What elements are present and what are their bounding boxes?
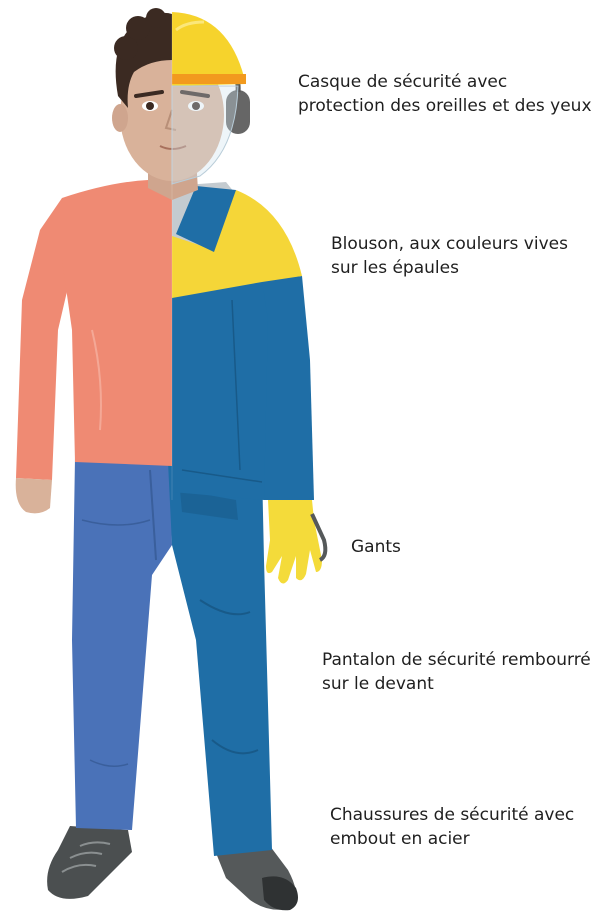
jacket-torso (172, 280, 268, 500)
shoes-label-line1: Chaussures de sécurité avec (330, 803, 574, 827)
pants-label-line2: sur le devant (322, 672, 591, 696)
helmet-label-line2: protection des oreilles et des yeux (298, 94, 592, 118)
right-arm (260, 276, 314, 500)
shoes-label-line2: embout en acier (330, 827, 574, 851)
right-safety-shoe (214, 846, 298, 910)
left-casual-shoe (47, 826, 132, 899)
gloves-label-line1: Gants (351, 535, 401, 559)
helmet-label: Casque de sécurité avec protection des o… (298, 70, 592, 118)
shirt-torso (62, 180, 172, 466)
eye-visor (172, 86, 238, 184)
pants-label-line1: Pantalon de sécurité rembourré (322, 648, 591, 672)
jacket-label: Blouson, aux couleurs vives sur les épau… (331, 232, 568, 280)
gloves-label: Gants (351, 535, 401, 559)
jacket-label-line2: sur les épaules (331, 256, 568, 280)
work-trouser-leg (168, 462, 272, 856)
pants-label: Pantalon de sécurité rembourré sur le de… (322, 648, 591, 696)
safety-helmet (172, 12, 246, 86)
jeans-leg (72, 458, 172, 830)
jacket-label-line1: Blouson, aux couleurs vives (331, 232, 568, 256)
helmet-label-line1: Casque de sécurité avec (298, 70, 592, 94)
shoes-label: Chaussures de sécurité avec embout en ac… (330, 803, 574, 851)
yellow-glove (266, 500, 325, 584)
